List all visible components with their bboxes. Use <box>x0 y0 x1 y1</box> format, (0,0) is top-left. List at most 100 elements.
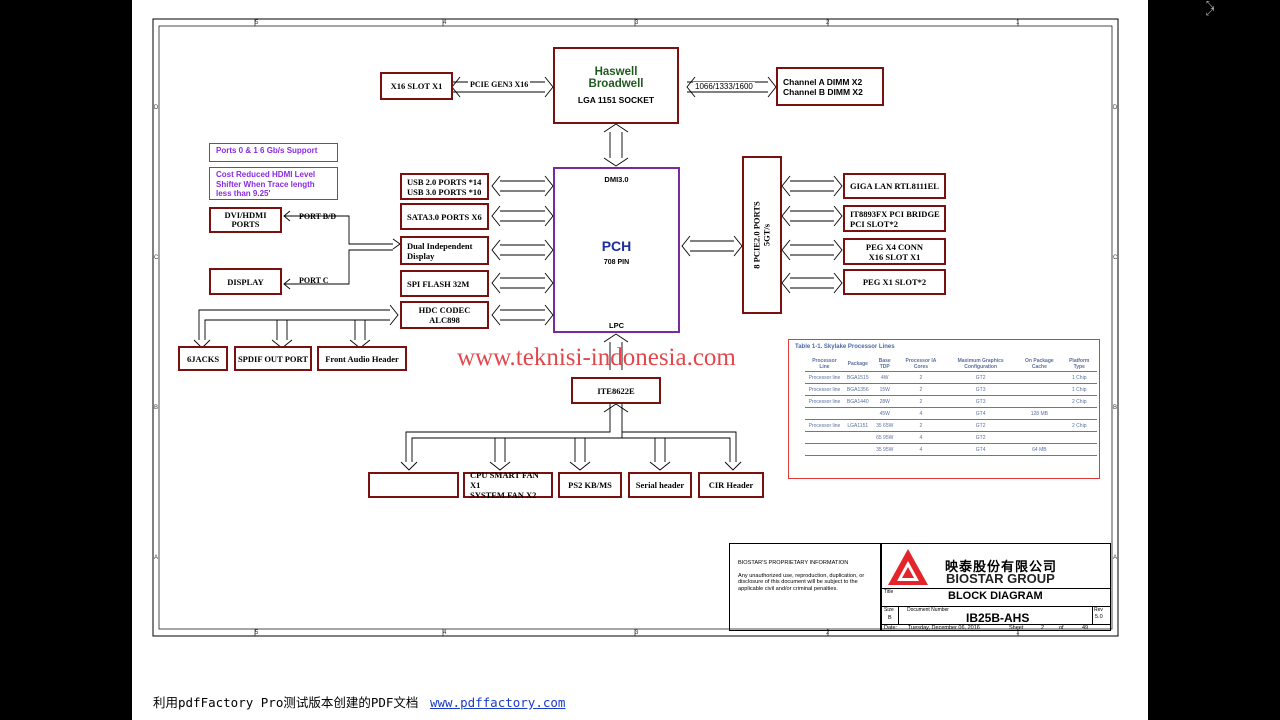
pch-dmi-label: DMI3.0 <box>604 175 629 184</box>
rev-value: 5.0 <box>1095 614 1103 620</box>
front-audio-label: Front Audio Header <box>325 353 399 364</box>
front-audio-block: Front Audio Header <box>317 346 407 371</box>
col-tick-5b: 5 <box>255 630 259 636</box>
table-cell: Processor line <box>805 395 844 408</box>
pcie-ports-text: 8 PCIE2.0 PORTS 5GT/s <box>752 201 772 268</box>
display-label: DISPLAY <box>227 276 264 287</box>
table-cell <box>1061 407 1097 420</box>
table-cell: 28W <box>871 395 898 408</box>
size-value: B <box>888 615 892 621</box>
doc-title: BLOCK DIAGRAM <box>948 590 1043 602</box>
table-cell: BGA1515 <box>843 371 872 384</box>
table-cell: 1 Chip <box>1061 383 1097 396</box>
table-cell <box>843 443 872 456</box>
spdif-label: SPDIF OUT PORT <box>237 353 309 364</box>
footer-text: 利用pdfFactory Pro测试版本创建的PDF文档 <box>153 695 419 710</box>
pci-bridge-line2: PCI SLOT*2 <box>850 218 898 229</box>
title-block: 映泰股份有限公司 BIOSTAR GROUP Title BLOCK DIAGR… <box>881 543 1111 631</box>
dual-display-line2: Display <box>407 250 435 261</box>
table-cell <box>843 431 872 444</box>
pch-pins: 708 PIN <box>603 259 630 266</box>
biostar-logo <box>888 549 928 585</box>
table-cell: Processor line <box>805 371 844 384</box>
table-cell <box>805 431 844 444</box>
table-cell: 15W <box>871 383 898 396</box>
row-tick-d: D <box>154 105 159 111</box>
table-cell: 2 Chip <box>1061 419 1097 432</box>
table-cell: GT2 <box>944 419 1018 432</box>
cir-block: CIR Header <box>698 472 764 498</box>
table-cell: 64 MB <box>1017 443 1062 456</box>
row-tick-b: B <box>154 405 159 411</box>
spi-flash-label: SPI FLASH 32M <box>407 278 470 289</box>
dvi-hdmi-line2: PORTS <box>231 219 260 229</box>
close-icon[interactable]: ⤡⤢ <box>1206 0 1214 18</box>
ps2-block: PS2 KB/MS <box>558 472 622 498</box>
spdif-block: SPDIF OUT PORT <box>234 346 312 371</box>
table-header-cell: Base TDP <box>871 357 898 372</box>
ps2-label: PS2 KB/MS <box>568 480 612 490</box>
table-cell: 45W <box>871 407 898 420</box>
display-block: DISPLAY <box>209 268 282 295</box>
table-cell: Processor line <box>805 419 844 432</box>
peg-x4-line1: PEG X4 CONN <box>865 241 924 252</box>
proprietary-box: BIOSTAR'S PROPRIETARY INFORMATION Any un… <box>729 543 881 631</box>
table-cell: GT3 <box>944 383 1018 396</box>
table-cell <box>843 407 872 420</box>
peg-x4-line2: X16 SLOT X1 <box>868 251 921 262</box>
table-header-cell: Processor Line <box>805 357 844 372</box>
table-cell: Processor line <box>805 383 844 396</box>
total-sheets: 49 <box>1082 625 1089 631</box>
pch-name: PCH <box>601 238 632 254</box>
company-name-en: BIOSTAR GROUP <box>946 571 1055 586</box>
table-cell: 128 MB <box>1017 407 1062 420</box>
port-c-label: PORT C <box>299 276 329 285</box>
col-tick-2: 2 <box>826 20 830 26</box>
table-cell <box>1017 371 1062 384</box>
ite-block: ITE8622E <box>571 377 661 404</box>
port-bd-label: PORT B/D <box>299 212 337 221</box>
table-cell: 4W <box>871 371 898 384</box>
empty-block <box>368 472 459 498</box>
company-name-cn: 映泰股份有限公司 <box>945 559 1058 574</box>
dual-display-block: Dual Independent Display <box>400 236 489 265</box>
table-cell: 65 95W <box>871 431 898 444</box>
row-tick-b-r: B <box>1113 405 1118 411</box>
table-cell <box>805 443 844 456</box>
col-tick-1b: 1 <box>1016 630 1020 636</box>
x16-slot-block: X16 SLOT X1 <box>380 72 453 100</box>
row-tick-a: A <box>154 555 159 561</box>
processor-table-caption: Table 1-1. Skylake Processor Lines <box>795 344 895 350</box>
hdmi-shifter-note: Cost Reduced HDMI Level Shifter When Tra… <box>209 167 338 200</box>
table-cell: 2 <box>897 383 945 396</box>
lan-block: GIGA LAN RTL8111EL <box>843 173 946 199</box>
sheet-label: Sheet <box>1009 625 1024 631</box>
pci-bridge-block: IT8893FX PCI BRIDGE PCI SLOT*2 <box>843 205 946 232</box>
cpu-line2: Broadwell <box>588 78 644 90</box>
table-cell: BGA1440 <box>843 395 872 408</box>
size-divider <box>898 606 899 624</box>
table-cell <box>1017 383 1062 396</box>
table-cell: GT4 <box>944 443 1018 456</box>
size-label: Size <box>884 607 894 613</box>
pci-bridge-line1: IT8893FX PCI BRIDGE <box>850 208 940 219</box>
pcie-ports-line2: 5GT/s <box>762 223 773 247</box>
table-cell: 2 <box>897 395 945 408</box>
serial-label: Serial header <box>635 480 685 490</box>
table-cell: 35 95W <box>871 443 898 456</box>
col-tick-3b: 3 <box>635 630 639 636</box>
table-cell: 4 <box>897 431 945 444</box>
peg-x1-block: PEG X1 SLOT*2 <box>843 269 946 295</box>
footer-link[interactable]: www.pdffactory.com <box>429 695 566 710</box>
table-header-cell: Package <box>843 357 872 372</box>
date-value: Tuesday, December 06, 2016 <box>908 625 980 631</box>
usb20-label: USB 2.0 PORTS *14 <box>407 176 482 187</box>
table-cell: 1 Chip <box>1061 371 1097 384</box>
ite-label: ITE8622E <box>597 385 635 396</box>
